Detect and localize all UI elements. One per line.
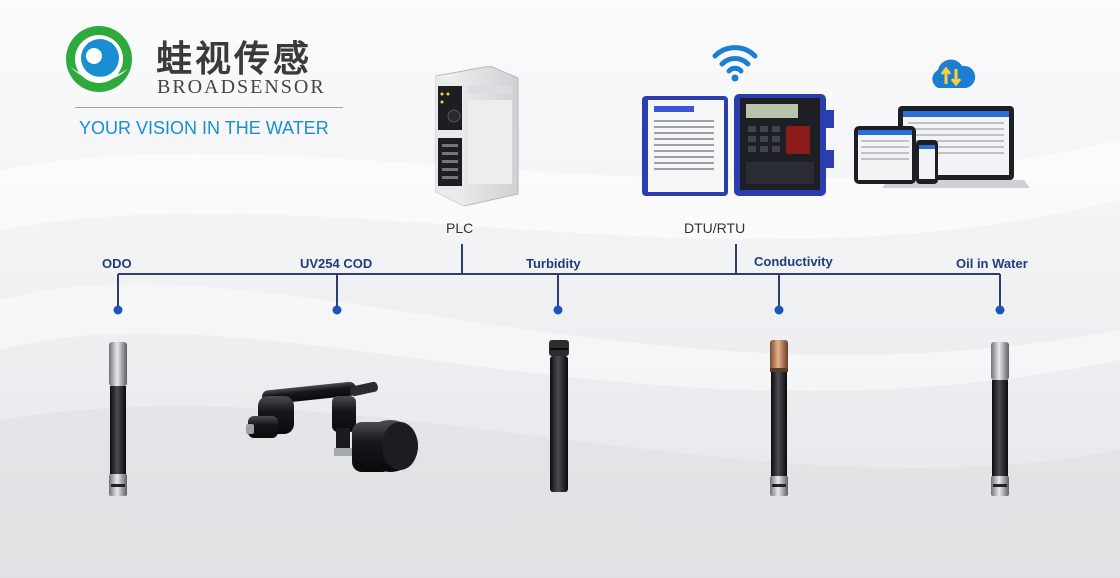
plc-controller-icon	[435, 66, 519, 206]
sensor-label-uv254-cod: UV254 COD	[300, 256, 373, 271]
sensor-label-oil-in-water: Oil in Water	[956, 256, 1028, 271]
conductivity-probe-icon	[770, 340, 788, 496]
odo-probe-icon	[109, 342, 127, 496]
brand-name-chinese: 蛙视传感	[156, 39, 313, 80]
sensor-label-conductivity: Conductivity	[754, 254, 833, 269]
laptop-tablet-phone-icon	[854, 106, 1030, 188]
uv254-cod-sensor-icon	[246, 381, 418, 472]
dtu-rtu-label: DTU/RTU	[684, 220, 746, 236]
sensor-label-odo: ODO	[102, 256, 132, 271]
oil-in-water-probe-icon	[991, 342, 1009, 496]
turbidity-probe-icon	[549, 340, 569, 492]
brand-slogan: YOUR VISION IN THE WATER	[79, 118, 329, 138]
wifi-icon	[712, 45, 758, 82]
brand-name-english: BROADSENSOR	[157, 76, 326, 98]
plc-label: PLC	[446, 220, 474, 236]
sensor-label-turbidity: Turbidity	[526, 256, 581, 271]
logo-divider	[75, 107, 343, 108]
dtu-rtu-box-icon	[642, 94, 834, 196]
cloud-sync-icon	[932, 59, 976, 88]
eye-logo-icon	[66, 26, 132, 92]
